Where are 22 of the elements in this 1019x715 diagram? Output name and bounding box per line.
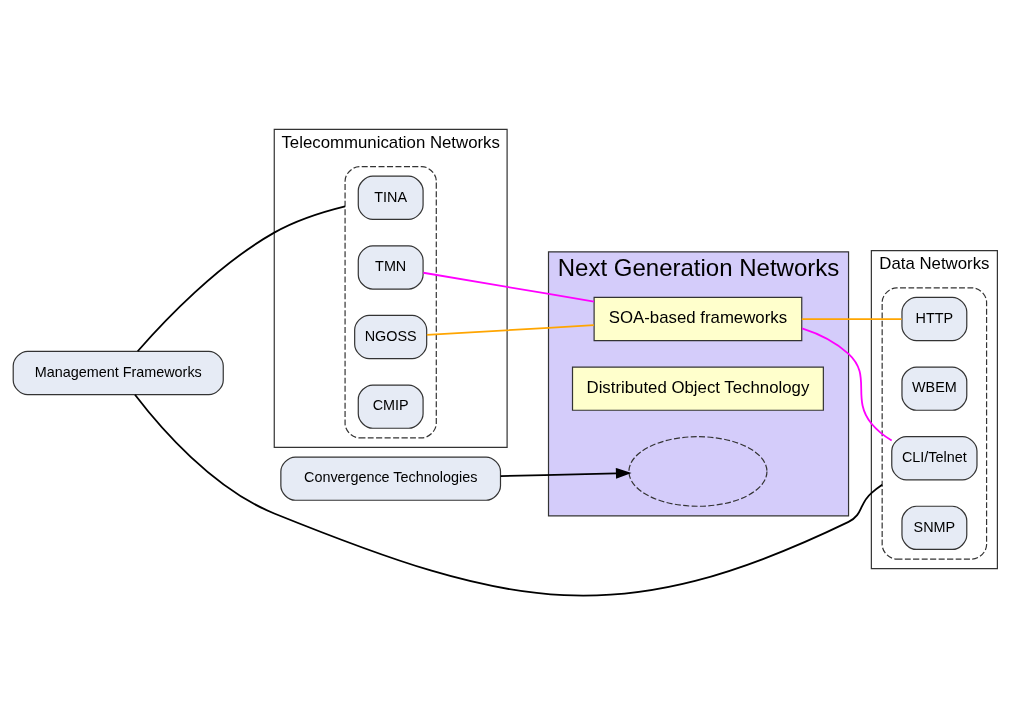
connector [134,393,884,596]
node-box: WBEM [901,365,968,411]
node-box: HTTP [901,296,968,341]
node-box: NGOSS [354,314,428,359]
node-box: Convergence Technologies [280,455,502,501]
connector [425,323,595,336]
node-box: Management Frameworks [12,350,224,395]
node-box: Distributed Object Technology [571,365,824,411]
node-box: CMIP [357,383,424,429]
node-box: TINA [357,175,424,220]
cluster [881,286,988,560]
connector [800,317,903,320]
node-box: SOA-based frameworks [593,296,803,341]
node-box: CLI/Telnet [891,435,978,480]
cluster [344,165,437,438]
connector [422,271,595,303]
arrow [499,467,632,479]
node-ellipse [628,435,768,507]
node-box: TMN [357,244,424,290]
node-box: SNMP [901,505,968,550]
connector [801,326,893,441]
connector [136,204,346,352]
